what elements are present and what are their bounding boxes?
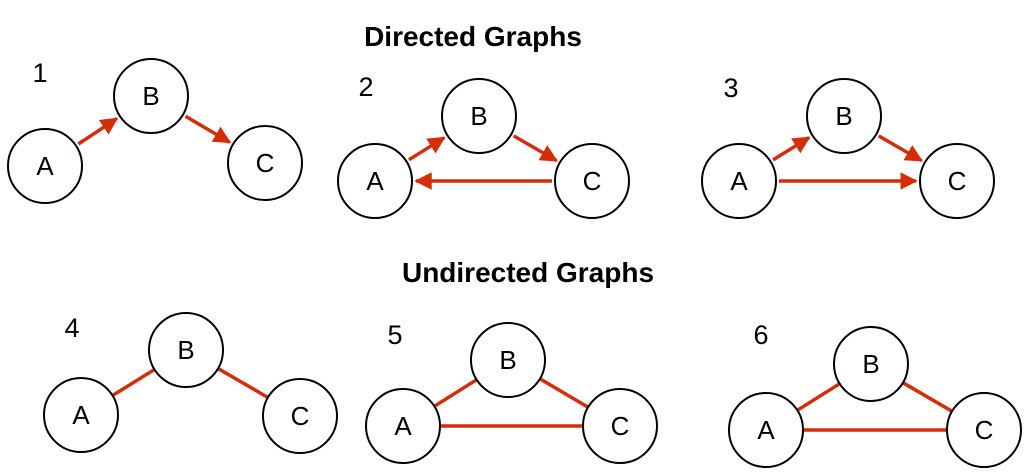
graph-number: 5	[387, 320, 402, 350]
edge-b-c	[217, 366, 269, 400]
node-circle	[806, 78, 882, 154]
node-circle	[227, 125, 303, 201]
graph-number: 1	[32, 58, 47, 88]
edge-b-c-arrow	[512, 134, 559, 163]
node-a: A	[365, 388, 441, 464]
node-circle	[148, 312, 224, 388]
graph-number: 4	[64, 313, 79, 343]
node-circle	[365, 388, 441, 464]
node-a: A	[43, 377, 119, 453]
directed-graphs-title: Directed Graphs	[364, 21, 582, 52]
edge-b-c-arrow	[184, 114, 232, 144]
node-circle	[441, 78, 517, 154]
graph-3: 3A B C	[701, 73, 995, 219]
graph-number: 2	[358, 72, 373, 102]
node-label: A	[36, 151, 54, 181]
graph-6: 6A B C	[728, 320, 1022, 468]
node-label: C	[583, 166, 602, 196]
edge-a-b-arrow	[407, 136, 446, 162]
node-b: B	[833, 326, 909, 402]
node-label: B	[499, 345, 516, 375]
node-circle	[946, 392, 1022, 468]
node-label: A	[394, 411, 412, 441]
node-circle	[7, 128, 83, 204]
node-b: B	[148, 312, 224, 388]
node-label: A	[366, 166, 384, 196]
node-c: C	[227, 125, 303, 201]
node-label: B	[142, 81, 159, 111]
graph-1: 1A B C	[7, 58, 303, 204]
edge-b-c	[539, 377, 589, 409]
node-c: C	[946, 392, 1022, 468]
node-label: C	[291, 401, 310, 431]
edge-a-b	[111, 368, 156, 397]
graph-number: 6	[753, 320, 768, 350]
node-a: A	[728, 392, 804, 468]
node-label: C	[611, 411, 630, 441]
edge-b-c-arrow	[877, 134, 924, 163]
node-c: C	[262, 378, 338, 454]
node-circle	[728, 392, 804, 468]
node-b: B	[441, 78, 517, 154]
edge-a-b-arrow	[772, 136, 811, 162]
node-label: A	[757, 415, 775, 445]
edge-a-b	[433, 378, 478, 408]
node-circle	[470, 322, 546, 398]
node-a: A	[701, 143, 777, 219]
node-circle	[919, 143, 995, 219]
node-label: A	[72, 400, 90, 430]
node-circle	[582, 388, 658, 464]
node-circle	[262, 378, 338, 454]
node-circle	[554, 143, 630, 219]
node-label: C	[256, 148, 275, 178]
node-b: B	[470, 322, 546, 398]
node-label: B	[862, 349, 879, 379]
node-label: B	[470, 101, 487, 131]
node-b: B	[806, 78, 882, 154]
graph-5: 5A B C	[365, 320, 658, 464]
node-circle	[113, 58, 189, 134]
node-circle	[701, 143, 777, 219]
graph-4: 4A B C	[43, 312, 338, 454]
node-a: A	[7, 128, 83, 204]
node-circle	[43, 377, 119, 453]
graph-2: 2A B C	[337, 72, 630, 219]
graph-number: 3	[723, 73, 738, 103]
edge-b-c	[902, 381, 953, 413]
node-label: C	[975, 415, 994, 445]
undirected-graphs-title: Undirected Graphs	[402, 257, 654, 288]
node-circle	[833, 326, 909, 402]
node-b: B	[113, 58, 189, 134]
node-circle	[337, 143, 413, 219]
edge-a-b	[796, 382, 841, 412]
node-c: C	[582, 388, 658, 464]
node-label: A	[730, 166, 748, 196]
node-label: B	[177, 335, 194, 365]
node-label: B	[835, 101, 852, 131]
edge-a-b-arrow	[77, 117, 119, 146]
node-c: C	[554, 143, 630, 219]
node-a: A	[337, 143, 413, 219]
node-label: C	[948, 166, 967, 196]
node-c: C	[919, 143, 995, 219]
